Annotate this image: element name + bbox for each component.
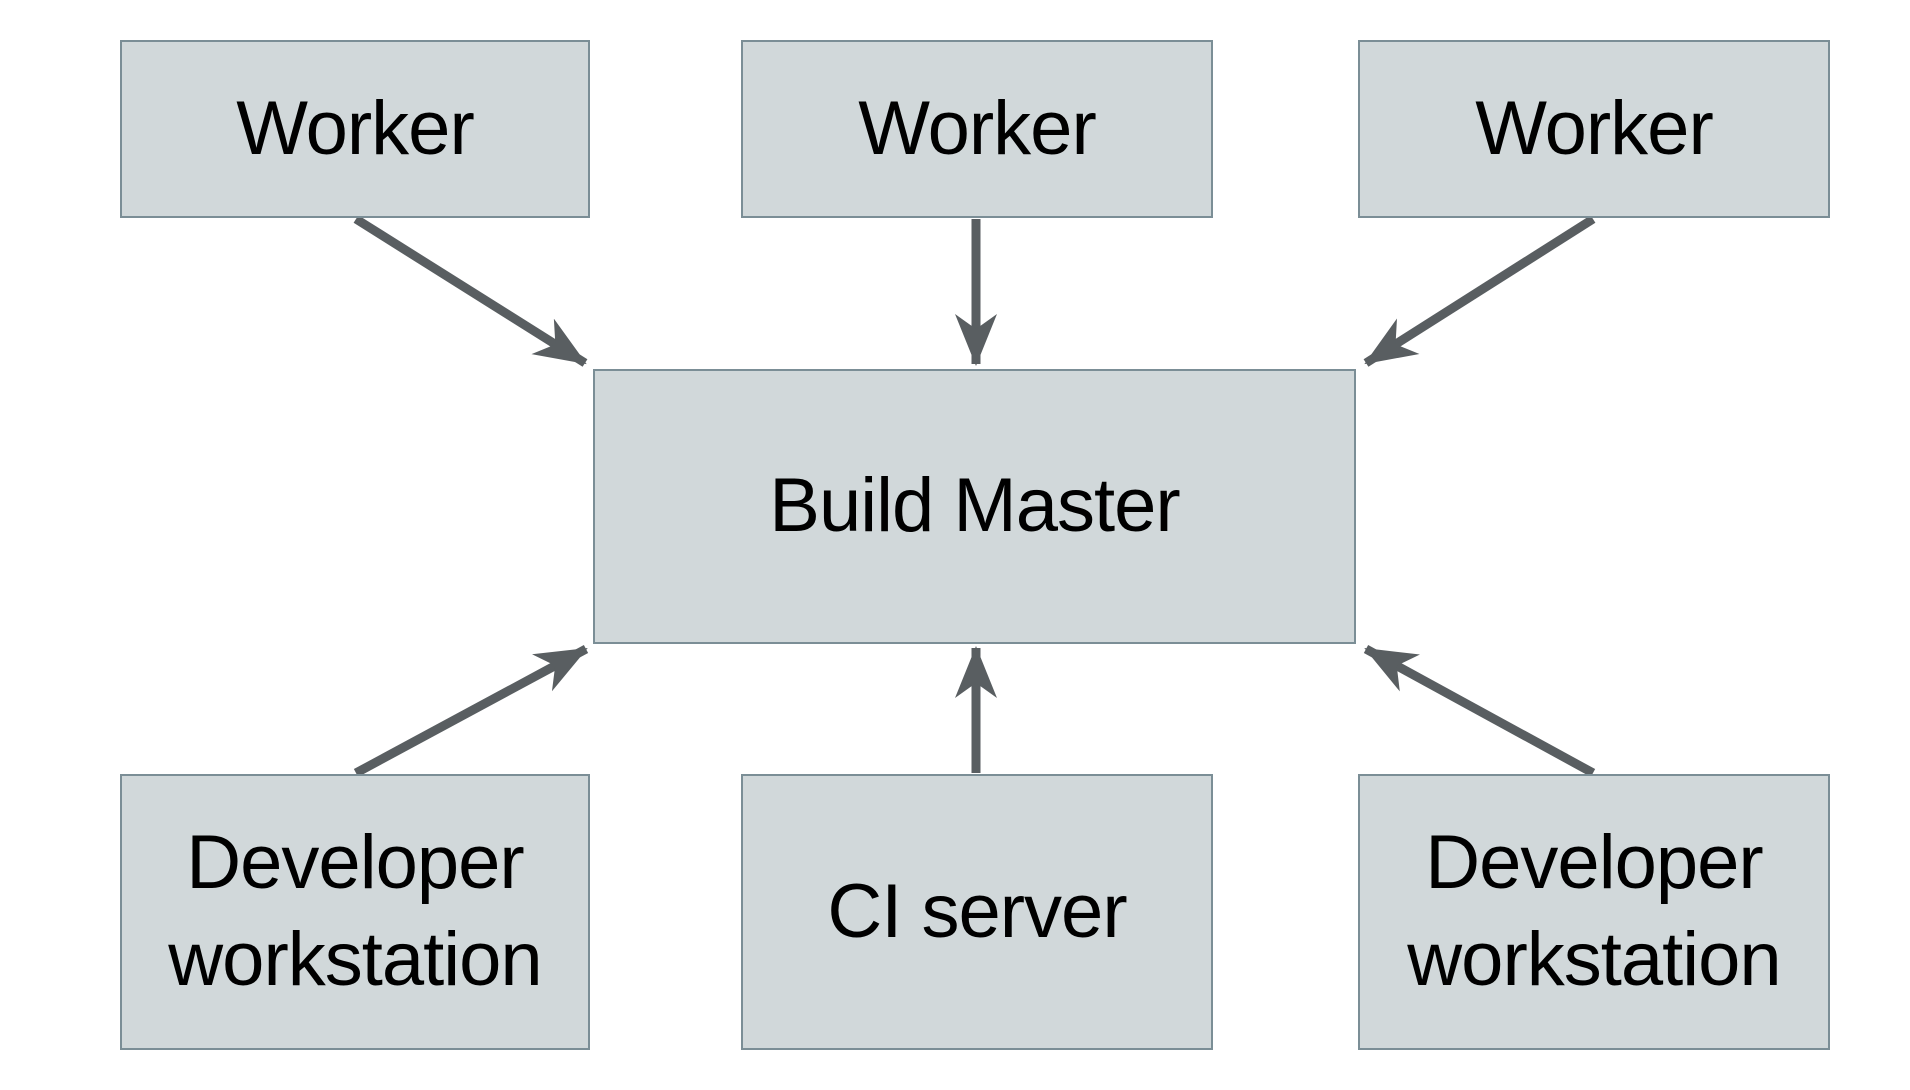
node-label: Worker xyxy=(236,85,475,171)
node-worker-top-left: Worker xyxy=(120,40,590,218)
node-label: CI server xyxy=(827,868,1127,954)
arrow-worker-left-to-build-master xyxy=(353,215,588,367)
node-worker-top-center: Worker xyxy=(741,40,1213,218)
node-developer-workstation-left: Developer workstation xyxy=(120,774,590,1050)
node-label: Developer workstation xyxy=(1407,820,1781,1002)
node-label: Worker xyxy=(1475,85,1714,171)
arrow-worker-right-to-build-master xyxy=(1363,215,1596,367)
node-label: Build Master xyxy=(769,463,1180,549)
node-label: Worker xyxy=(858,85,1097,171)
node-worker-top-right: Worker xyxy=(1358,40,1830,218)
arrow-dev-right-to-build-master xyxy=(1363,645,1596,777)
node-ci-server: CI server xyxy=(741,774,1213,1050)
node-label: Developer workstation xyxy=(168,820,542,1002)
node-developer-workstation-right: Developer workstation xyxy=(1358,774,1830,1050)
arrow-dev-left-to-build-master xyxy=(353,645,589,777)
node-build-master: Build Master xyxy=(593,369,1356,644)
